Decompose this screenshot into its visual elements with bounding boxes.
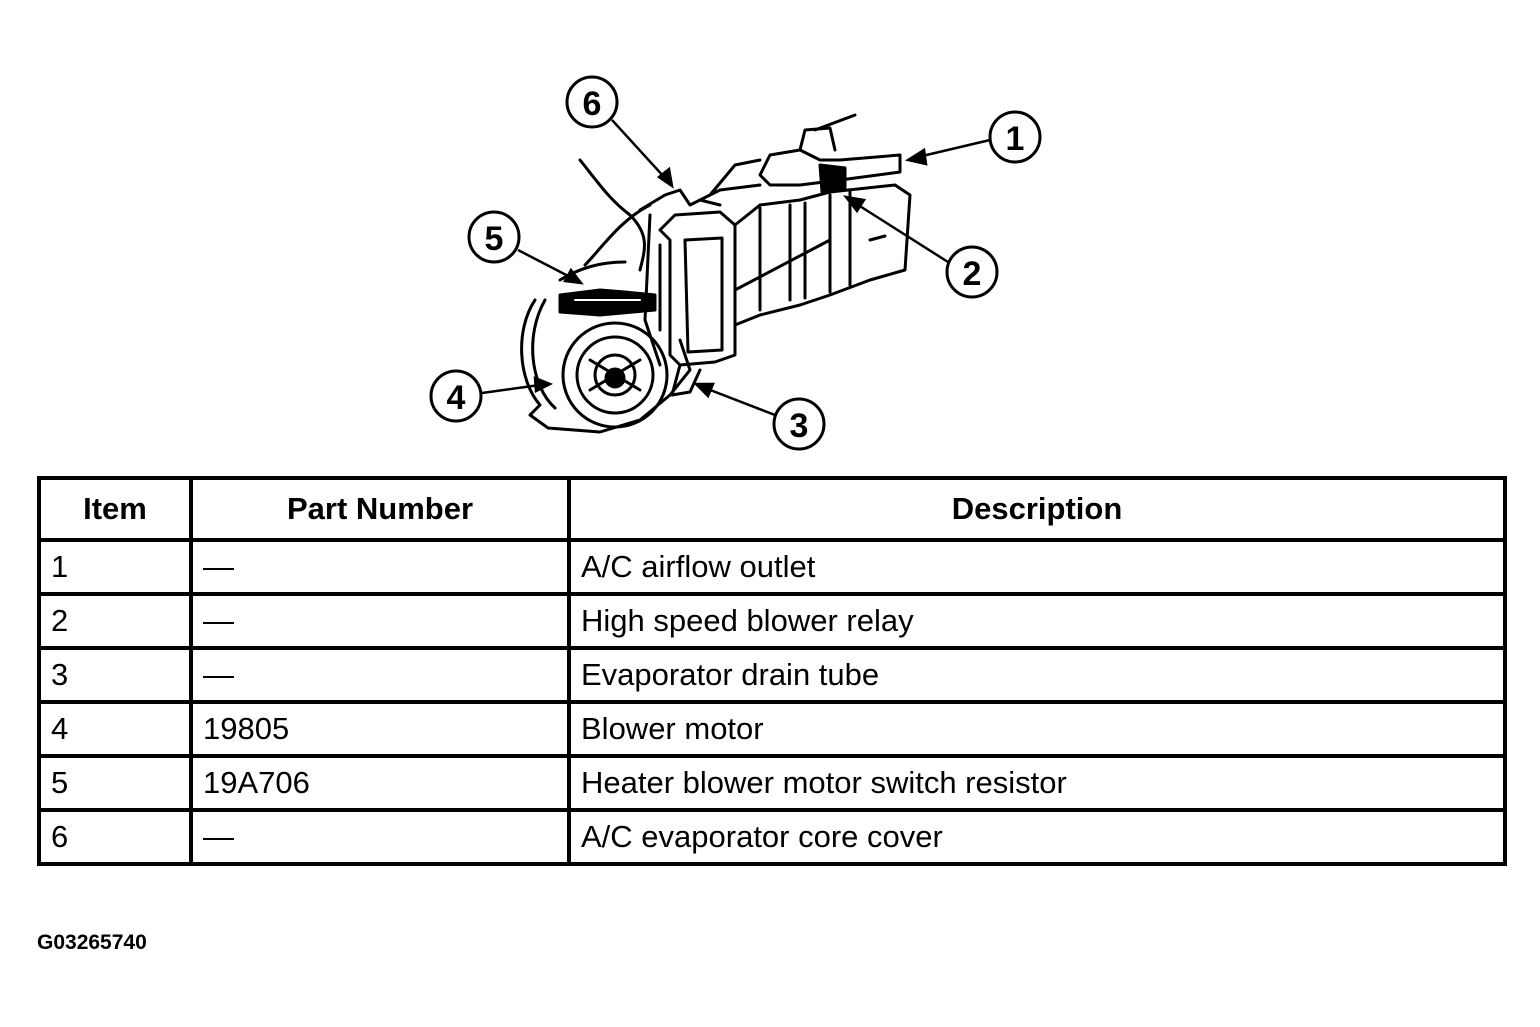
cell-description: Evaporator drain tube [567, 646, 1507, 704]
cell-item: 6 [37, 808, 193, 866]
cell-description: A/C evaporator core cover [567, 808, 1507, 866]
table-row: 2 — High speed blower relay [37, 592, 1507, 650]
leader-lines [481, 119, 991, 417]
cell-item: 3 [37, 646, 193, 704]
cell-item: 2 [37, 592, 193, 650]
figure-id: G03265740 [37, 931, 147, 954]
parts-table: Item Part Number Description 1 — A/C air… [37, 476, 1507, 866]
callout-6: 6 [565, 75, 619, 129]
header-part-number: Part Number [189, 476, 571, 542]
cell-description: Heater blower motor switch resistor [567, 754, 1507, 812]
cell-part-number: — [189, 646, 571, 704]
callout-2: 2 [945, 245, 999, 299]
callout-2-label: 2 [963, 255, 982, 293]
callout-6-label: 6 [583, 85, 602, 123]
cell-part-number: — [189, 592, 571, 650]
callout-4: 4 [429, 369, 483, 423]
header-description: Description [567, 476, 1507, 542]
table-row: 4 19805 Blower motor [37, 700, 1507, 758]
callout-3-label: 3 [790, 407, 809, 445]
cell-description: A/C airflow outlet [567, 538, 1507, 596]
callout-4-label: 4 [447, 379, 466, 417]
callout-1: 1 [988, 110, 1042, 164]
housing-illustration [520, 113, 912, 434]
table-row: 6 — A/C evaporator core cover [37, 808, 1507, 866]
cell-part-number: 19A706 [189, 754, 571, 812]
table-row: 1 — A/C airflow outlet [37, 538, 1507, 596]
callout-5: 5 [467, 210, 521, 264]
header-item: Item [37, 476, 193, 542]
cell-item: 4 [37, 700, 193, 758]
callout-3: 3 [772, 397, 826, 451]
cell-description: High speed blower relay [567, 592, 1507, 650]
table-row: 3 — Evaporator drain tube [37, 646, 1507, 704]
blower-housing-diagram: 1 2 3 4 5 6 [429, 75, 1042, 451]
cell-item: 1 [37, 538, 193, 596]
cell-part-number: — [189, 538, 571, 596]
cell-part-number: — [189, 808, 571, 866]
cell-item: 5 [37, 754, 193, 812]
callout-5-label: 5 [485, 220, 504, 258]
callout-1-label: 1 [1006, 120, 1025, 158]
cell-part-number: 19805 [189, 700, 571, 758]
table-header-row: Item Part Number Description [37, 476, 1507, 542]
table-row: 5 19A706 Heater blower motor switch resi… [37, 754, 1507, 812]
cell-description: Blower motor [567, 700, 1507, 758]
